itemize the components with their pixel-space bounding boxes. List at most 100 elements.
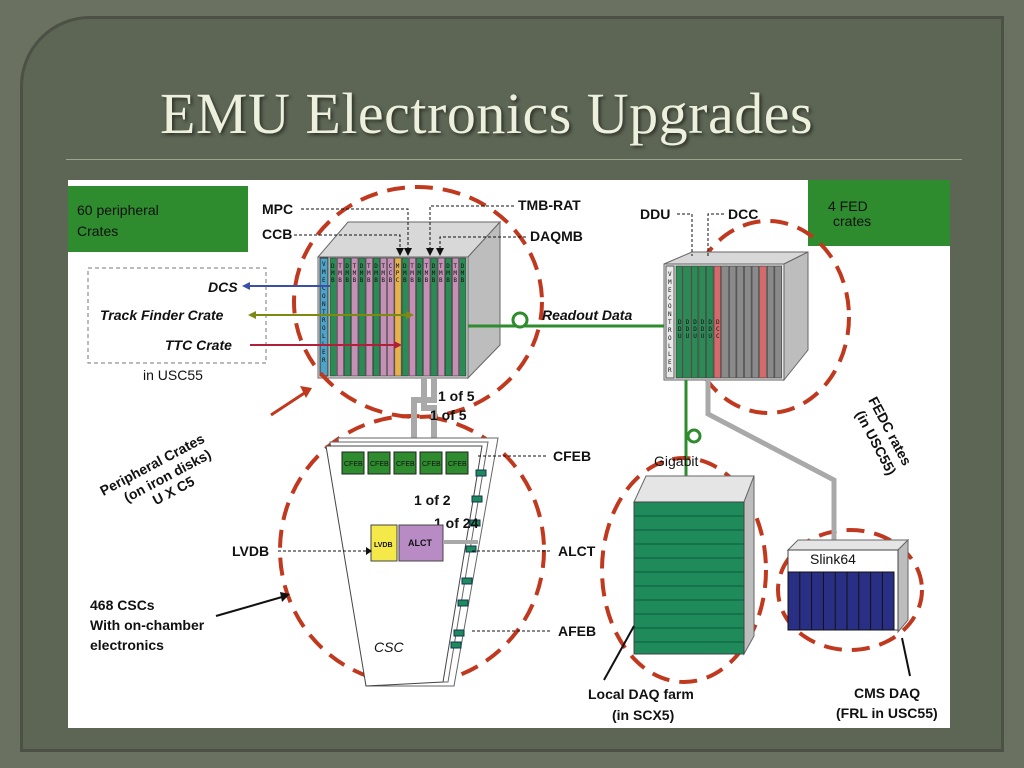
fed-module: [698, 265, 706, 379]
crate-module: [372, 257, 380, 377]
csc-count-line2: With on-chamber: [90, 617, 205, 633]
ttc-label: TTC Crate: [165, 337, 232, 353]
cfeb-board-label: CFEB: [370, 461, 389, 468]
fed-module: [736, 265, 744, 379]
peripheral-crates-iron-text: Peripheral Crates (on iron disks) U X C5: [97, 430, 214, 508]
cfeb-label: CFEB: [553, 448, 591, 464]
track-finder-label: Track Finder Crate: [100, 307, 224, 323]
slink64-label: Slink64: [810, 551, 856, 567]
fed-module: [728, 265, 737, 379]
crate-module: [452, 257, 460, 377]
cfeb-board-label: CFEB: [344, 461, 363, 468]
cfeb-board: [419, 451, 443, 475]
dcc-label: DCC: [728, 206, 758, 222]
crate-module: [336, 257, 344, 377]
fed-module: [675, 265, 684, 379]
crate-to-csc-cables: [411, 378, 437, 442]
crate-module: [329, 257, 337, 377]
peripheral-crates-box-line1: 60 peripheral: [77, 202, 159, 218]
cfeb-board: [341, 451, 365, 475]
fed-module: [706, 265, 714, 379]
one-of-five-a: 1 of 5: [438, 388, 475, 404]
csc-count-arrow: [215, 596, 283, 617]
crate-module: [430, 257, 438, 377]
crate-module: [459, 257, 467, 377]
cms-daq-circle: [776, 528, 924, 652]
daqmb-label: DAQMB: [530, 228, 583, 244]
fed-module: [744, 265, 752, 379]
fed-module: [683, 265, 691, 379]
ccb-label: CCB: [262, 226, 292, 242]
readout-data-connector: [511, 311, 529, 329]
ddu-label: DDU: [640, 206, 670, 222]
fed-vme-controller: [665, 265, 675, 379]
fed-module: [774, 265, 782, 379]
peripheral-crates-box-line2: Crates: [77, 223, 118, 239]
fed-module: [766, 265, 775, 379]
top-arrowheads: [396, 248, 444, 256]
crate-module: [437, 257, 445, 377]
cfeb-board-label: CFEB: [448, 461, 467, 468]
one-of-five-b: 1 of 5: [430, 407, 467, 423]
lvdb-board: [370, 524, 398, 562]
lvdb-board-label: LVDB: [374, 542, 393, 549]
alct-board: [398, 524, 444, 562]
crate-module: [344, 257, 352, 377]
diagram-canvas: 60 peripheral Crates 4 FED crates in USC…: [68, 180, 950, 723]
csc-label: CSC: [374, 639, 404, 655]
slide-title: EMU Electronics Upgrades: [160, 81, 814, 146]
fed-leader-lines: [677, 213, 724, 256]
crate-module: [380, 257, 388, 377]
tmb-rat-label: TMB-RAT: [518, 197, 581, 213]
peripheral-iron-arrowhead: [300, 386, 312, 398]
csc-count-line3: electronics: [90, 637, 164, 653]
fed-crates-box: [808, 180, 950, 246]
alct-label: ALCT: [558, 543, 596, 559]
lvdb-label: LVDB: [232, 543, 269, 559]
csc-count-arrowhead: [280, 592, 290, 602]
fed-module: [751, 265, 760, 379]
dcs-arrowhead: [242, 282, 250, 290]
title-rule: [66, 159, 962, 160]
cms-daq-label-2: (FRL in USC55): [836, 705, 938, 721]
fed-module: [721, 265, 729, 379]
alct-board-label: ALCT: [408, 538, 432, 548]
fed-crates-box-line1: 4 FED: [828, 198, 868, 214]
local-daq-arrow: [603, 625, 635, 681]
track-finder-arrowhead-right: [406, 311, 414, 319]
cfeb-board: [367, 451, 391, 475]
local-daq-circle: [600, 456, 768, 684]
dcs-label: DCS: [208, 279, 238, 295]
in-usc55-label: in USC55: [143, 367, 203, 383]
cfeb-board-label: CFEB: [396, 461, 415, 468]
peripheral-crate-circle: [292, 185, 544, 419]
afeb-boards: [450, 469, 487, 649]
crate-module: [358, 257, 366, 377]
peripheral-crate: VMECONTROLLERDMBTMBDMBTMBDMBTMBDMBTMBCCB…: [316, 220, 502, 380]
fed-module: [713, 265, 722, 379]
ttc-arrowhead: [394, 341, 402, 349]
local-daq-farm: [633, 475, 755, 656]
local-daq-label-1: Local DAQ farm: [588, 686, 694, 702]
cfeb-board: [445, 451, 469, 475]
readout-data-label: Readout Data: [542, 307, 632, 323]
